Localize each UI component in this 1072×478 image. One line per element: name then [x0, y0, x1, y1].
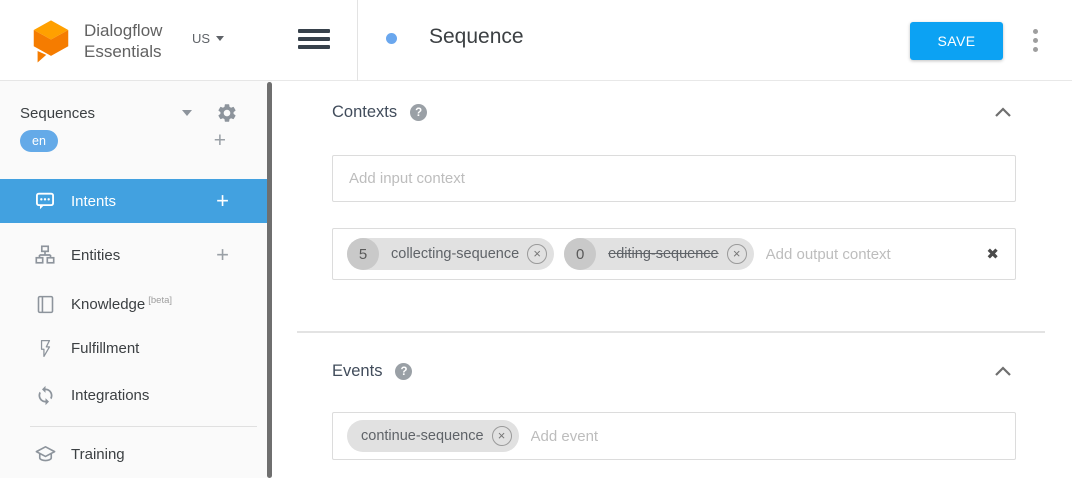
main-header: Sequence SAVE	[272, 0, 1072, 81]
sidebar-item-intents[interactable]: Intents +	[0, 179, 267, 223]
chip-lifespan-count: 0	[564, 238, 597, 270]
language-row: en +	[20, 129, 252, 153]
events-field[interactable]: continue-sequence ×	[332, 412, 1016, 460]
chip-label: editing-sequence	[608, 246, 719, 262]
contexts-section-header: Contexts ?	[332, 103, 428, 122]
chevron-down-icon	[216, 36, 225, 41]
lightning-bolt-icon	[33, 336, 57, 360]
region-label: US	[192, 31, 211, 46]
brand-line-2: Essentials	[84, 42, 162, 61]
chat-bubble-icon	[33, 189, 57, 213]
graduation-cap-icon	[33, 442, 57, 466]
brand-line-1: Dialogflow	[84, 21, 163, 40]
sidebar-item-label: Fulfillment	[71, 339, 140, 357]
agent-name[interactable]: Sequences	[20, 104, 96, 122]
clear-contexts-icon[interactable]: ✖	[986, 246, 999, 263]
sidebar-item-label: Integrations	[71, 386, 150, 404]
chip-lifespan-count: 5	[347, 238, 379, 270]
help-icon[interactable]: ?	[410, 104, 428, 121]
remove-chip-icon[interactable]: ×	[527, 244, 548, 264]
add-language-button[interactable]: +	[213, 129, 226, 152]
header-divider	[357, 0, 358, 81]
region-selector[interactable]: US	[192, 31, 225, 46]
page-title: Sequence	[429, 25, 524, 48]
collapse-events-chevron-icon[interactable]	[994, 366, 1012, 376]
collapse-contexts-chevron-icon[interactable]	[994, 107, 1012, 117]
output-context-chip: 5 collecting-sequence ×	[347, 238, 555, 270]
section-divider	[297, 331, 1045, 333]
sidebar-item-knowledge[interactable]: Knowledge[beta]	[0, 282, 267, 326]
output-context-chip: 0 editing-sequence ×	[564, 238, 754, 270]
add-intent-button[interactable]: +	[216, 188, 229, 213]
help-icon[interactable]: ?	[395, 363, 413, 380]
agent-row: Sequences	[20, 101, 252, 125]
sidebar-item-fulfillment[interactable]: Fulfillment	[0, 326, 267, 370]
sidebar-scrollbar[interactable]	[267, 82, 272, 478]
events-section-header: Events ?	[332, 362, 413, 381]
dialogflow-logo-icon	[33, 20, 69, 63]
sidebar-item-integrations[interactable]: Integrations	[0, 373, 267, 417]
save-button[interactable]: SAVE	[910, 22, 1003, 60]
remove-chip-icon[interactable]: ×	[491, 426, 512, 446]
beta-tag: [beta]	[148, 295, 173, 306]
output-context-field[interactable]: 5 collecting-sequence × 0 editing-sequen…	[332, 228, 1016, 280]
sidebar: Dialogflow Essentials US Sequences en +	[0, 0, 272, 478]
gear-icon[interactable]	[216, 102, 238, 124]
contexts-heading: Contexts	[332, 103, 398, 121]
sidebar-item-training[interactable]: Training	[0, 432, 267, 476]
event-input[interactable]	[528, 427, 999, 445]
chip-label: collecting-sequence	[391, 246, 520, 262]
output-context-input[interactable]	[763, 245, 987, 263]
remove-chip-icon[interactable]: ×	[726, 244, 747, 264]
hamburger-menu-icon[interactable]	[298, 29, 330, 49]
events-heading: Events	[332, 362, 383, 380]
input-context-input[interactable]	[347, 170, 999, 187]
language-badge[interactable]: en	[20, 130, 58, 152]
intent-status-dot	[386, 33, 397, 44]
sidebar-item-label: Knowledge[beta]	[71, 295, 173, 313]
sidebar-item-entities[interactable]: Entities +	[0, 233, 267, 277]
add-entity-button[interactable]: +	[216, 242, 229, 267]
event-chip: continue-sequence ×	[347, 420, 519, 452]
agent-dropdown-icon[interactable]	[182, 110, 192, 116]
sidebar-body: Sequences en + Intents +	[0, 81, 272, 478]
book-icon	[33, 292, 57, 316]
sidebar-item-label: Training	[71, 445, 125, 463]
sidebar-header: Dialogflow Essentials US	[0, 0, 272, 81]
brand-name: Dialogflow Essentials	[84, 20, 162, 62]
input-context-field[interactable]	[332, 155, 1016, 202]
entity-graph-icon	[33, 243, 57, 267]
main-panel: Sequence SAVE Contexts ? 5 collecting-se…	[272, 0, 1072, 478]
sidebar-item-label: Intents	[71, 192, 117, 210]
sidebar-item-label: Entities	[71, 246, 121, 264]
sync-arrows-icon	[33, 383, 57, 407]
sidebar-divider	[30, 426, 257, 427]
chip-label: continue-sequence	[361, 428, 484, 444]
kebab-menu-icon[interactable]	[1033, 29, 1039, 56]
